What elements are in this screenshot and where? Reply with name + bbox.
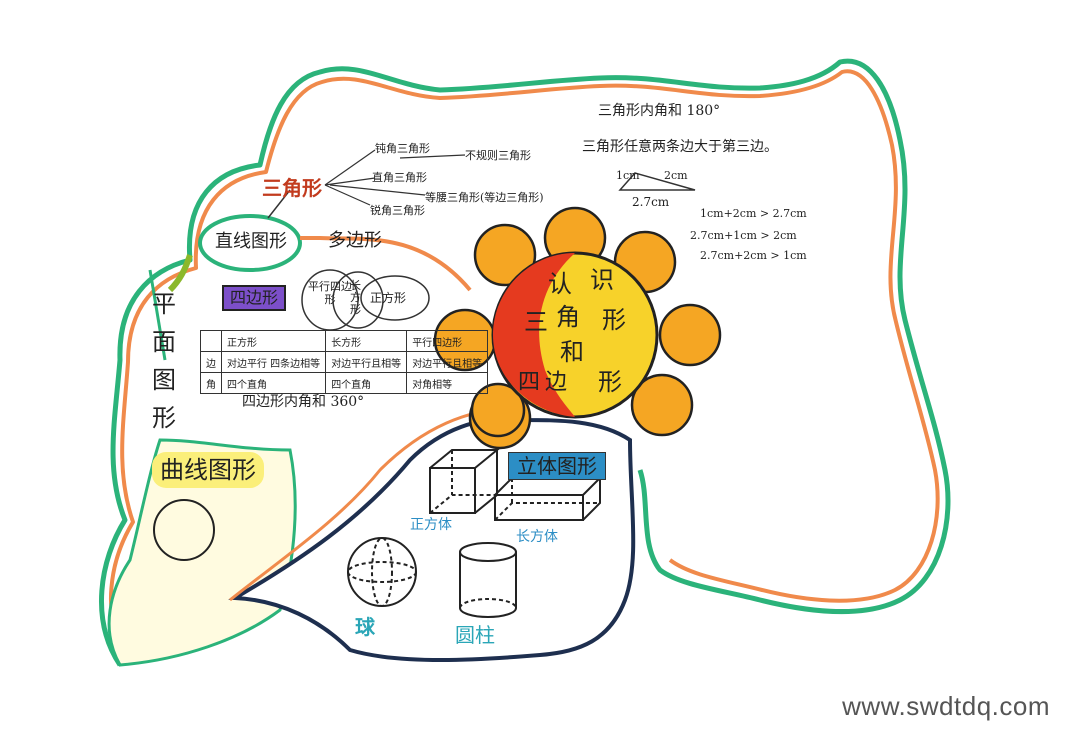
straight-oval bbox=[198, 214, 302, 272]
sphere-label: 球 bbox=[355, 615, 375, 639]
center-recognize-2: 识 bbox=[590, 266, 614, 294]
triangle-sketch bbox=[618, 172, 696, 191]
plane-shapes-label: 平 面 图 形 bbox=[152, 292, 176, 430]
plane-char-1: 平 bbox=[152, 290, 176, 318]
triangle-inequality-3: 2.7cm+2cm > 1cm bbox=[700, 249, 807, 262]
table-header-cell: 正方形 bbox=[220, 330, 327, 352]
center-form-2: 形 bbox=[598, 368, 622, 396]
triangle-diagram-label-2: 2cm bbox=[664, 169, 688, 182]
center-quad-2: 边 bbox=[545, 370, 568, 395]
cuboid-shape bbox=[494, 477, 603, 521]
table-cell: 边 bbox=[200, 351, 222, 373]
center-recognize-1: 认 bbox=[548, 270, 572, 298]
table-row: 角 四个直角 四个直角 对角相等 bbox=[200, 372, 489, 394]
plane-branch bbox=[148, 269, 167, 361]
straight-figures-label: 直线图形 bbox=[215, 231, 287, 252]
quadrilateral-label: 四边形 bbox=[222, 285, 287, 311]
sphere-shape bbox=[347, 537, 417, 607]
table-cell: 角 bbox=[200, 372, 222, 394]
quad-bubble-square: 正方形 bbox=[370, 291, 407, 305]
triangle-kind-obtuse: 钝角三角形 bbox=[375, 142, 430, 155]
plane-char-3: 图 bbox=[152, 366, 176, 394]
triangle-kind-acute: 锐角三角形 bbox=[370, 204, 425, 217]
table-cell: 对边平行 四条边相等 bbox=[220, 351, 327, 373]
quad-bubble-parallelogram: 平行四边形 bbox=[308, 280, 352, 307]
table-cell: 四个直角 bbox=[325, 372, 408, 394]
triangle-kind-isosceles: 等腰三角形(等边三角形) bbox=[425, 191, 544, 204]
curved-figures-label: 曲线图形 bbox=[152, 452, 264, 488]
center-quad-1: 四 bbox=[518, 370, 541, 395]
triangle-to-straight bbox=[267, 189, 291, 219]
flower-center-red bbox=[493, 253, 575, 417]
table-row: 正方形 长方形 平行四边形 bbox=[200, 330, 489, 352]
center-form-1: 形 bbox=[602, 306, 626, 334]
cylinder-label: 圆柱 bbox=[455, 623, 495, 647]
table-header-cell bbox=[200, 330, 222, 352]
curve-region bbox=[107, 438, 297, 667]
quad-properties-table: 正方形 长方形 平行四边形 边 对边平行 四条边相等 对边平行且相等 对边平行且… bbox=[200, 330, 489, 394]
quad-angle-sum: 四边形内角和 360° bbox=[242, 394, 365, 410]
triangle-kind-irregular: 不规则三角形 bbox=[465, 149, 531, 162]
outer-outline-orange bbox=[109, 69, 940, 662]
triangle-diagram-label-3: 2.7cm bbox=[632, 195, 670, 209]
center-and: 和 bbox=[560, 338, 584, 366]
plane-char-2: 面 bbox=[152, 328, 176, 356]
center-triangle-2: 角 bbox=[556, 303, 580, 331]
triangle-angle-sum: 三角形内角和 180° bbox=[598, 103, 721, 119]
polygon-line bbox=[300, 236, 472, 292]
triangle-diagram-label-1: 1cm bbox=[616, 169, 640, 182]
table-cell: 对角相等 bbox=[406, 372, 489, 394]
straight-link bbox=[167, 254, 193, 293]
plane-char-4: 形 bbox=[152, 404, 176, 432]
triangle-sides-rule: 三角形任意两条边大于第三边。 bbox=[582, 139, 778, 155]
table-header-cell: 长方形 bbox=[325, 330, 408, 352]
table-cell: 四个直角 bbox=[220, 372, 327, 394]
table-header-cell: 平行四边形 bbox=[406, 330, 489, 352]
solid-figures-label: 立体图形 bbox=[508, 452, 606, 480]
triangle-label: 三角形 bbox=[262, 176, 322, 200]
circle-shape bbox=[153, 499, 215, 561]
triangle-branches bbox=[324, 149, 466, 206]
cuboid-label: 长方体 bbox=[516, 529, 558, 545]
polygon-label: 多边形 bbox=[328, 230, 382, 251]
triangle-kind-right: 直角三角形 bbox=[372, 171, 427, 184]
cube-label: 正方体 bbox=[410, 517, 452, 533]
cylinder-shape bbox=[459, 542, 517, 618]
center-triangle-1: 三 bbox=[524, 308, 548, 336]
triangle-inequality-1: 1cm+2cm > 2.7cm bbox=[700, 207, 807, 220]
table-row: 边 对边平行 四条边相等 对边平行且相等 对边平行且相等 bbox=[200, 351, 489, 373]
quad-bubble-rectangle: 长方形 bbox=[350, 279, 361, 317]
outer-outline bbox=[99, 58, 951, 667]
table-cell: 对边平行且相等 bbox=[406, 351, 489, 373]
triangle-inequality-2: 2.7cm+1cm > 2cm bbox=[690, 229, 797, 242]
table-cell: 对边平行且相等 bbox=[325, 351, 408, 373]
watermark: www.swdtdq.com bbox=[842, 691, 1050, 721]
